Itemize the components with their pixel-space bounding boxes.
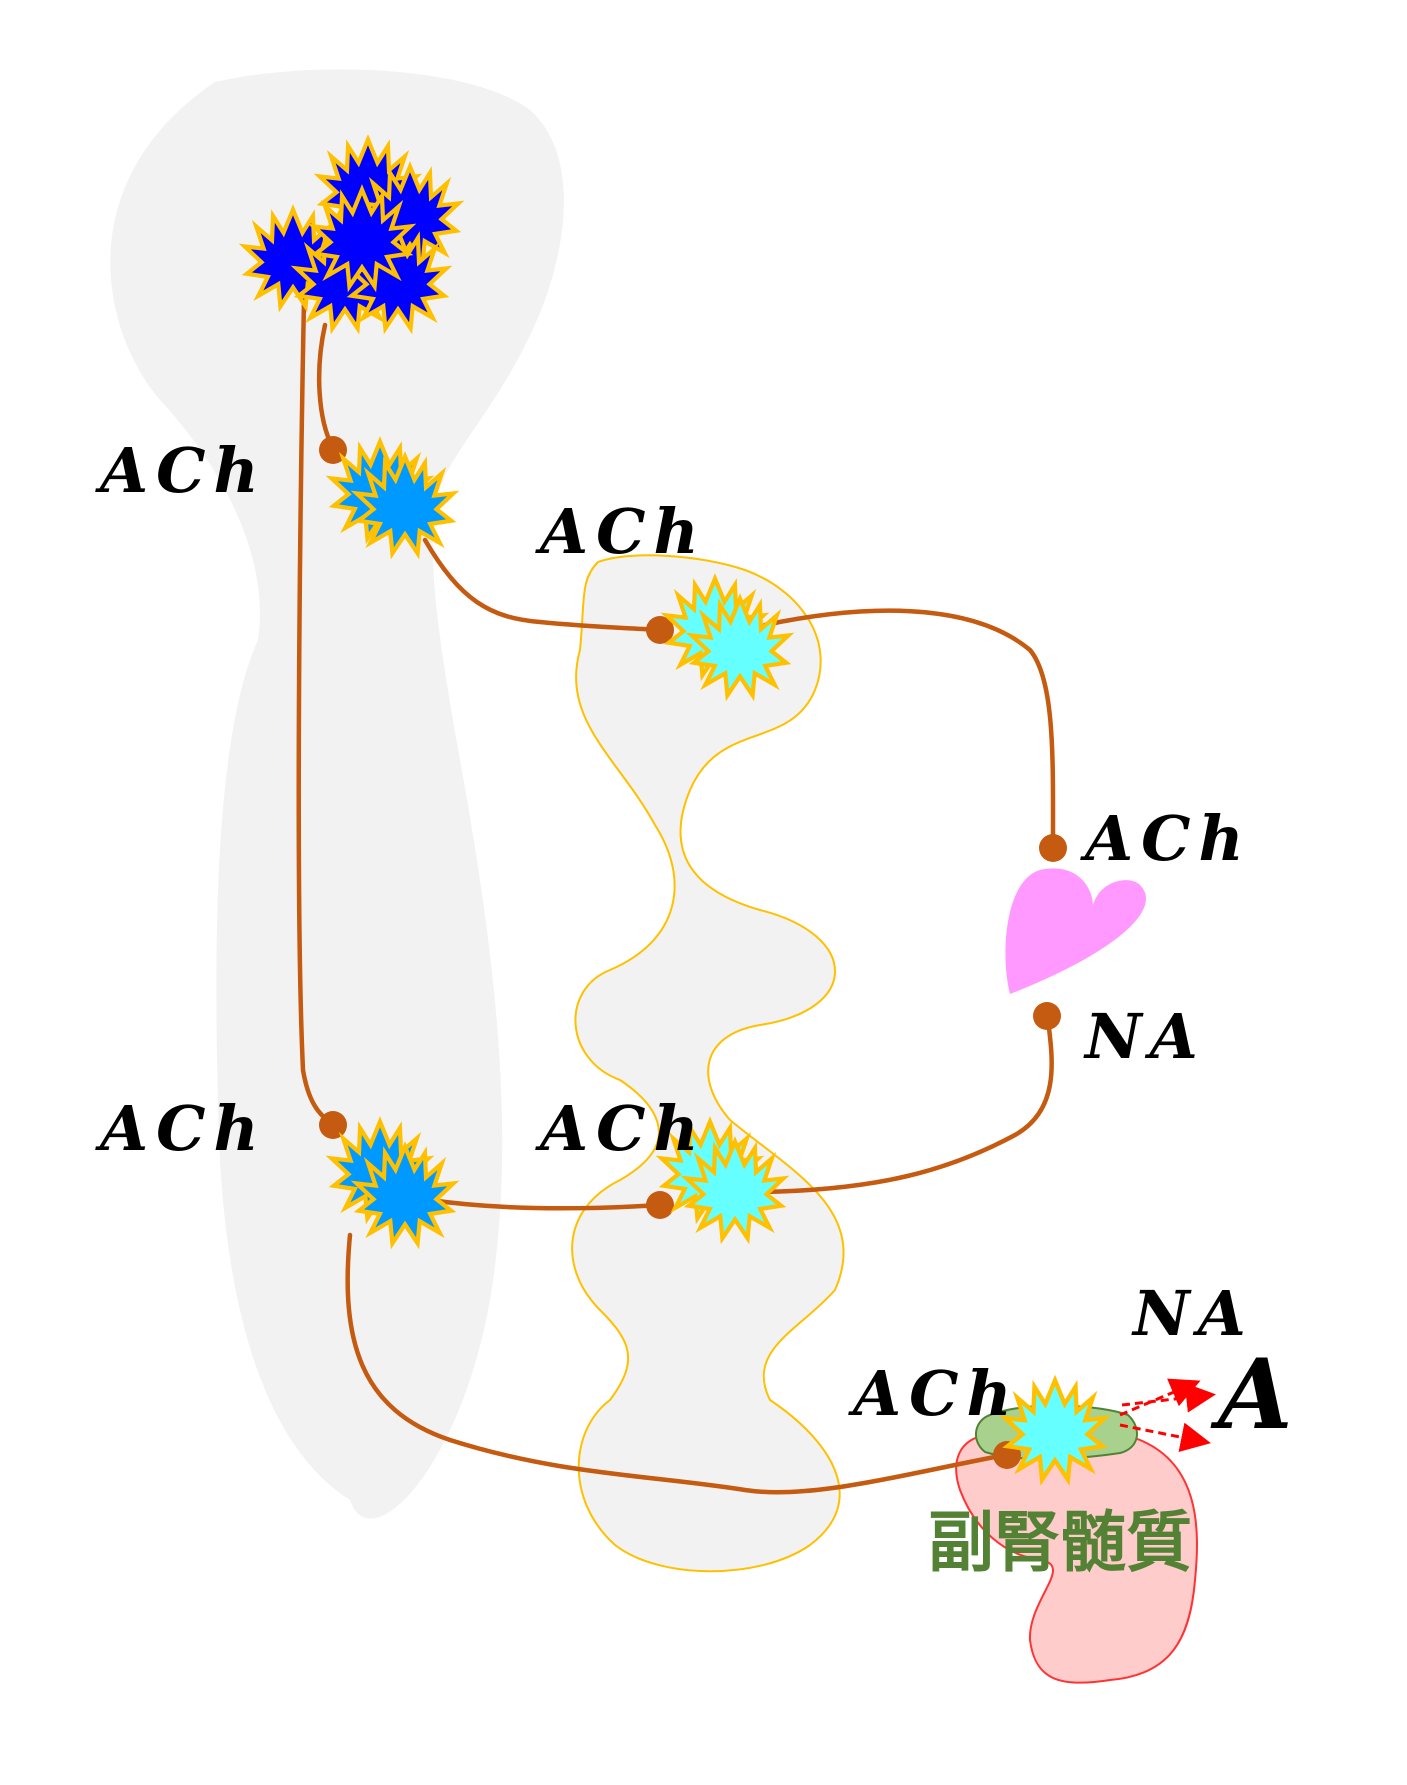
synapse-terminal	[319, 436, 347, 464]
axon-upper-ganglion-to-heart	[762, 608, 1056, 848]
adrenal-gland	[955, 1425, 1198, 1684]
label-ach-lower-left: ACh	[95, 1092, 267, 1165]
ganglion-chain	[571, 554, 845, 1573]
secretion-arrows	[1119, 1378, 1216, 1453]
label-na-heart: NA	[1083, 1000, 1206, 1073]
cns-region	[110, 69, 564, 1519]
label-ach-heart: ACh	[1080, 802, 1252, 875]
synapse-terminal	[646, 616, 674, 644]
label-ach-upper-ganglion: ACh	[535, 495, 707, 568]
label-adrenal-medulla: 副腎髄質	[928, 1504, 1192, 1581]
synapse-terminal	[1033, 1002, 1061, 1030]
axon-lower-ganglion-to-heart	[757, 1017, 1054, 1195]
heart	[1005, 868, 1147, 994]
label-ach-lower-ganglion: ACh	[535, 1092, 707, 1165]
axon-brain-to-lower-spinal	[296, 297, 335, 1126]
synapse-terminal	[319, 1111, 347, 1139]
label-ach-upper-left: ACh	[95, 434, 267, 507]
synapse-terminal	[646, 1191, 674, 1219]
axon-upper-spinal-to-ganglion	[422, 537, 663, 633]
label-ach-adrenal: ACh	[848, 1357, 1020, 1430]
synapse-terminal	[1039, 834, 1067, 862]
axon-spinal-to-adrenal	[345, 1232, 1008, 1495]
label-na-adrenal: NA	[1131, 1277, 1254, 1350]
axon-lower-spinal-to-ganglion	[427, 1197, 663, 1211]
label-a-adrenal: A	[1210, 1338, 1300, 1451]
